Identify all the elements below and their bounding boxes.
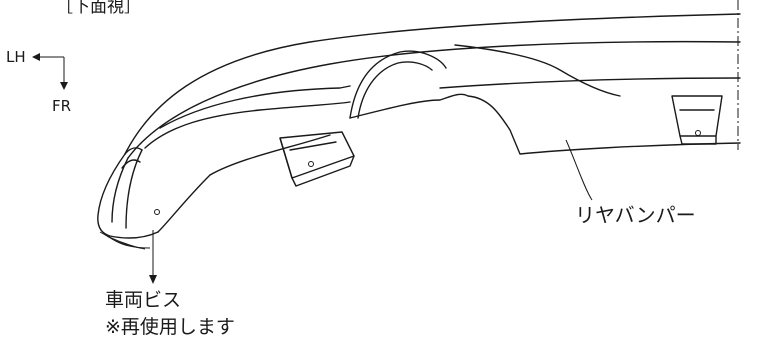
part-name-callout: リヤバンパー	[565, 139, 696, 227]
left-mounting-bracket	[279, 131, 355, 187]
bracket-hole	[308, 161, 314, 167]
orientation-lh-label: LH	[6, 48, 26, 66]
screw-label-line2: ※再使用します	[105, 316, 235, 338]
screw-label-line1: 車両ビス	[105, 289, 181, 311]
part-name-label: リヤバンパー	[575, 203, 696, 227]
orientation-fr-label: FR	[52, 97, 71, 115]
bracket-hole	[695, 130, 701, 136]
orientation-arrow	[34, 56, 65, 86]
vehicle-screw-hole	[154, 209, 160, 215]
screw-callout: 車両ビス ※再使用します	[105, 230, 235, 338]
right-mounting-bracket	[671, 95, 723, 145]
orientation-indicator: LH FR	[6, 48, 71, 115]
screw-callout-arrowhead	[149, 275, 157, 284]
view-label: ［下面視］	[56, 0, 141, 17]
orientation-arrowhead-down	[60, 82, 68, 90]
rear-bumper-outline	[97, 13, 741, 250]
orientation-arrowhead-left	[32, 53, 40, 61]
